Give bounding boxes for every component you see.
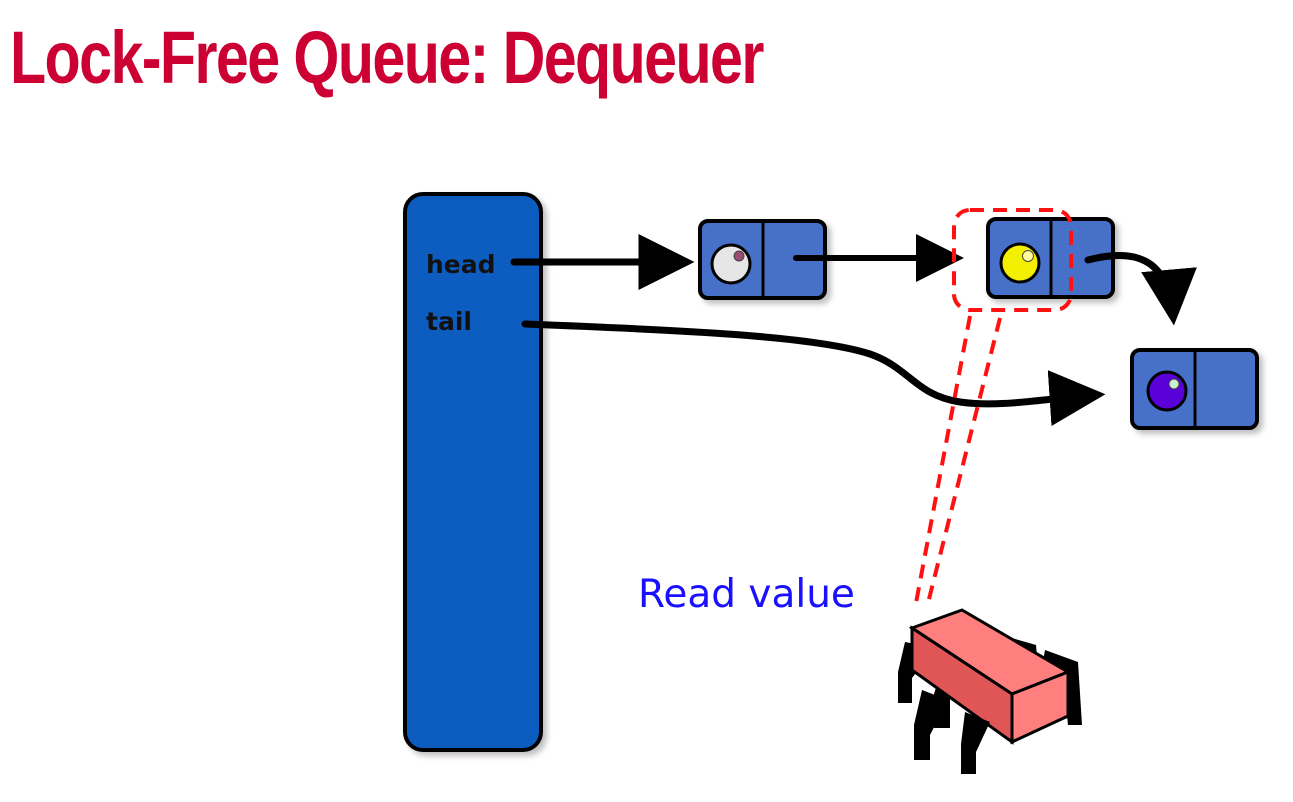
read-beam-left xyxy=(914,315,972,604)
read-value-annotation: Read value xyxy=(638,572,855,617)
last-node xyxy=(1130,348,1259,430)
read-highlight xyxy=(914,208,1073,604)
sentinel-value-icon xyxy=(710,243,752,285)
read-value-highlight-box xyxy=(952,208,1073,312)
tail-field-label: tail xyxy=(426,307,472,336)
sentinel-node xyxy=(698,219,827,300)
last-value-icon xyxy=(1146,370,1188,412)
first-next-arrow xyxy=(1084,252,1197,326)
slide-title: Lock-Free Queue: Dequeuer xyxy=(10,16,764,99)
pointers xyxy=(510,234,1197,426)
sentinel-value-highlight xyxy=(733,250,745,262)
head-field-label: head xyxy=(426,250,496,279)
first-value-highlight xyxy=(1022,250,1034,262)
tail-pointer-arrow xyxy=(521,320,1106,426)
queue-object-box xyxy=(403,192,543,752)
read-beam-right xyxy=(926,317,1002,604)
dequeuer-thread-icon xyxy=(898,608,1082,774)
first-value-icon xyxy=(999,242,1041,284)
queue-object: head tail xyxy=(403,192,543,752)
last-value-highlight xyxy=(1168,378,1180,390)
thread-body-side xyxy=(1010,669,1070,745)
